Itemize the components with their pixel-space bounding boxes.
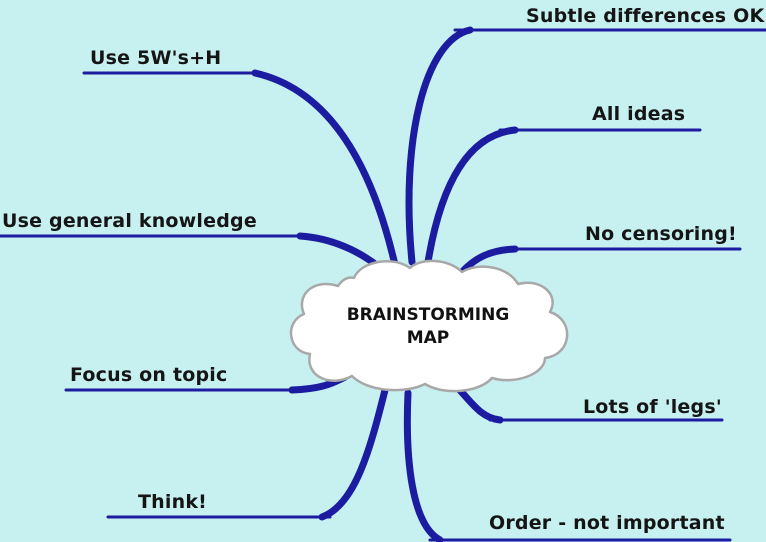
branch-label-order: Order - not important [489,512,725,534]
center-title-line1: BRAINSTORMING [346,305,510,325]
branch-label-use5w: Use 5W's+H [90,47,222,69]
branch-use5w [251,69,399,269]
center-title: BRAINSTORMING MAP [290,304,566,350]
branch-subtle [405,26,474,266]
branch-label-focus: Focus on topic [70,364,228,386]
branch-label-legs: Lots of 'legs' [583,396,722,418]
branch-order [403,389,444,542]
center-title-line2: MAP [406,328,450,348]
branch-label-subtle: Subtle differences OK! [526,5,766,27]
branch-allideas [424,126,519,266]
branch-label-general: Use general knowledge [2,210,257,232]
branch-label-think: Think! [138,491,208,513]
branch-nocensor [458,245,519,276]
branch-think [318,386,389,521]
center-cloud [289,259,569,393]
branch-label-nocensor: No censoring! [585,223,737,245]
branch-label-allideas: All ideas [592,103,686,125]
